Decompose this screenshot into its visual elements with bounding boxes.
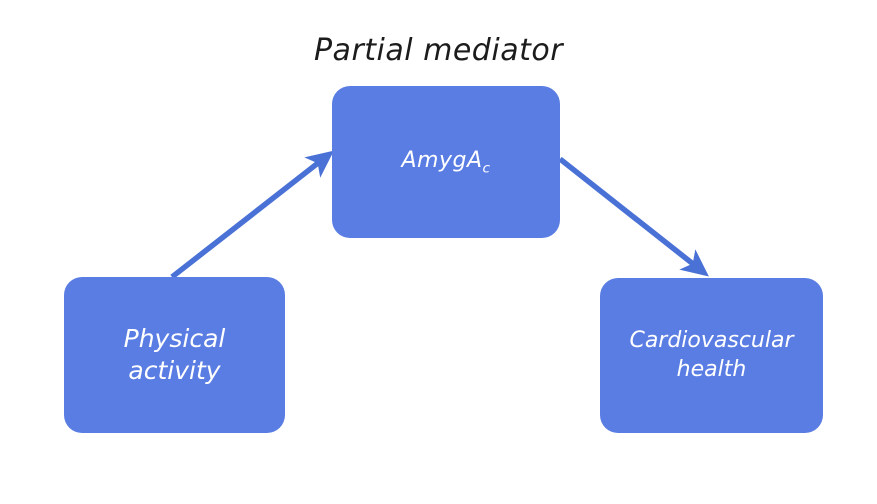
node-mediator-amygac[interactable]: AmygAc: [332, 86, 560, 238]
node-mediator-label-main: AmygA: [401, 147, 483, 173]
node-physical-activity[interactable]: Physical activity: [64, 277, 285, 433]
node-mediator-label: AmygAc: [401, 147, 490, 178]
node-physical-activity-label: Physical activity: [123, 324, 226, 385]
node-cardiovascular-health[interactable]: Cardiovascular health: [600, 278, 823, 433]
arrow-amygac-to-cardiovascular-health: [558, 156, 709, 277]
node-mediator-label-subscript: c: [482, 159, 491, 176]
page-title: Partial mediator: [313, 33, 564, 68]
node-cardiovascular-health-label: Cardiovascular health: [629, 328, 794, 382]
arrow-physical-activity-to-amygac: [170, 150, 334, 280]
